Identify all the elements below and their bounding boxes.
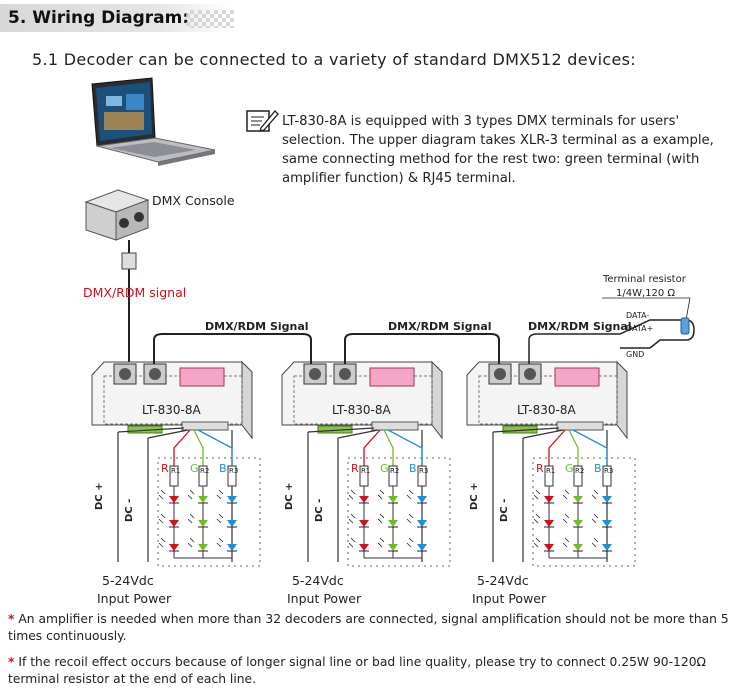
- footnote-1: * An amplifier is needed when more than …: [8, 611, 743, 645]
- dc-minus-label: DC -: [124, 498, 135, 522]
- channel-label-g: G: [190, 462, 199, 475]
- led-icon: [388, 496, 398, 503]
- dmx-console-icon: [84, 189, 150, 241]
- dc-minus-label: DC -: [314, 498, 325, 522]
- channel-label-r: R: [161, 462, 169, 475]
- led-icon: [544, 496, 554, 503]
- channel-label-r: R: [536, 462, 544, 475]
- power-voltage-label: 5-24Vdc: [102, 573, 154, 588]
- dmx-console-label: DMX Console: [152, 193, 235, 208]
- resistor-label: R1: [546, 467, 556, 475]
- led-icon: [602, 496, 612, 503]
- led-icon: [417, 544, 427, 551]
- led-icon: [544, 544, 554, 551]
- laptop-icon: [91, 77, 216, 166]
- power-input-label: Input Power: [97, 591, 172, 606]
- link-label-1: DMX/RDM Signal: [205, 320, 309, 333]
- terminal-resistor-spec: 1/4W,120 Ω: [616, 288, 676, 299]
- terminal-resistor: [680, 317, 690, 335]
- decoder-model-label: LT-830-8A: [142, 403, 201, 417]
- xlr-plug: [121, 252, 137, 270]
- led-icon: [544, 520, 554, 527]
- daisy-chain-cable: [153, 333, 312, 364]
- channel-label-g: G: [565, 462, 574, 475]
- led-icon: [198, 520, 208, 527]
- decoder-model-label: LT-830-8A: [332, 403, 391, 417]
- note-text: LT-830-8A is equipped with 3 types DMX t…: [282, 114, 714, 186]
- led-icon: [227, 496, 237, 503]
- dmx-rdm-signal-label: DMX/RDM signal: [83, 285, 187, 300]
- dc-plus-label: DC +: [469, 482, 480, 511]
- led-icon: [573, 544, 583, 551]
- channel-label-b: B: [219, 462, 227, 475]
- led-icon: [388, 520, 398, 527]
- led-icon: [227, 520, 237, 527]
- section-title: 5. Wiring Diagram:: [8, 8, 190, 28]
- terminal-cable: [528, 319, 695, 364]
- resistor-label: R3: [604, 467, 614, 475]
- gnd-label: GND: [626, 350, 645, 359]
- pencil-note-icon: [246, 110, 279, 132]
- led-icon: [602, 544, 612, 551]
- daisy-chain-cable: [344, 333, 500, 364]
- decoder-2: [281, 360, 451, 567]
- footnote-2-text: If the recoil effect occurs because of l…: [8, 655, 706, 686]
- footnote-2: * If the recoil effect occurs because of…: [8, 654, 743, 688]
- led-icon: [602, 520, 612, 527]
- data-plus-label: DATA+: [626, 324, 654, 333]
- resistor-label: R3: [229, 467, 239, 475]
- channel-label-r: R: [351, 462, 359, 475]
- decoder-model-label: LT-830-8A: [517, 403, 576, 417]
- power-voltage-label: 5-24Vdc: [477, 573, 529, 588]
- channel-label-b: B: [594, 462, 602, 475]
- resistor-label: R1: [361, 467, 371, 475]
- section-header-pattern: [186, 10, 234, 28]
- led-icon: [417, 496, 427, 503]
- subheading: 5.1 Decoder can be connected to a variet…: [32, 50, 636, 69]
- led-icon: [198, 544, 208, 551]
- led-icon: [573, 496, 583, 503]
- dc-plus-label: DC +: [284, 482, 295, 511]
- led-icon: [198, 496, 208, 503]
- resistor-label: R3: [419, 467, 429, 475]
- led-icon: [388, 544, 398, 551]
- footnote-1-mark: *: [8, 612, 15, 626]
- led-icon: [359, 544, 369, 551]
- led-icon: [227, 544, 237, 551]
- dc-minus-label: DC -: [499, 498, 510, 522]
- led-icon: [573, 520, 583, 527]
- resistor-label: R2: [200, 467, 210, 475]
- footnote-2-mark: *: [8, 655, 15, 669]
- led-icon: [359, 520, 369, 527]
- power-input-label: Input Power: [287, 591, 362, 606]
- power-voltage-label: 5-24Vdc: [292, 573, 344, 588]
- terminal-resistor-title: Terminal resistor: [603, 274, 686, 285]
- led-icon: [169, 520, 179, 527]
- power-input-label: Input Power: [472, 591, 547, 606]
- led-icon: [169, 544, 179, 551]
- dc-plus-label: DC +: [94, 482, 105, 511]
- led-icon: [169, 496, 179, 503]
- data-minus-label: DATA-: [626, 311, 650, 320]
- led-icon: [359, 496, 369, 503]
- link-label-2: DMX/RDM Signal: [388, 320, 492, 333]
- footnote-1-text: An amplifier is needed when more than 32…: [8, 612, 729, 643]
- decoder-3: [466, 360, 636, 567]
- resistor-label: R1: [171, 467, 181, 475]
- led-icon: [417, 520, 427, 527]
- resistor-label: R2: [575, 467, 585, 475]
- decoder-1: [91, 360, 261, 567]
- link-label-3: DMX/RDM Signal: [528, 320, 632, 333]
- channel-label-g: G: [380, 462, 389, 475]
- resistor-label: R2: [390, 467, 400, 475]
- channel-label-b: B: [409, 462, 417, 475]
